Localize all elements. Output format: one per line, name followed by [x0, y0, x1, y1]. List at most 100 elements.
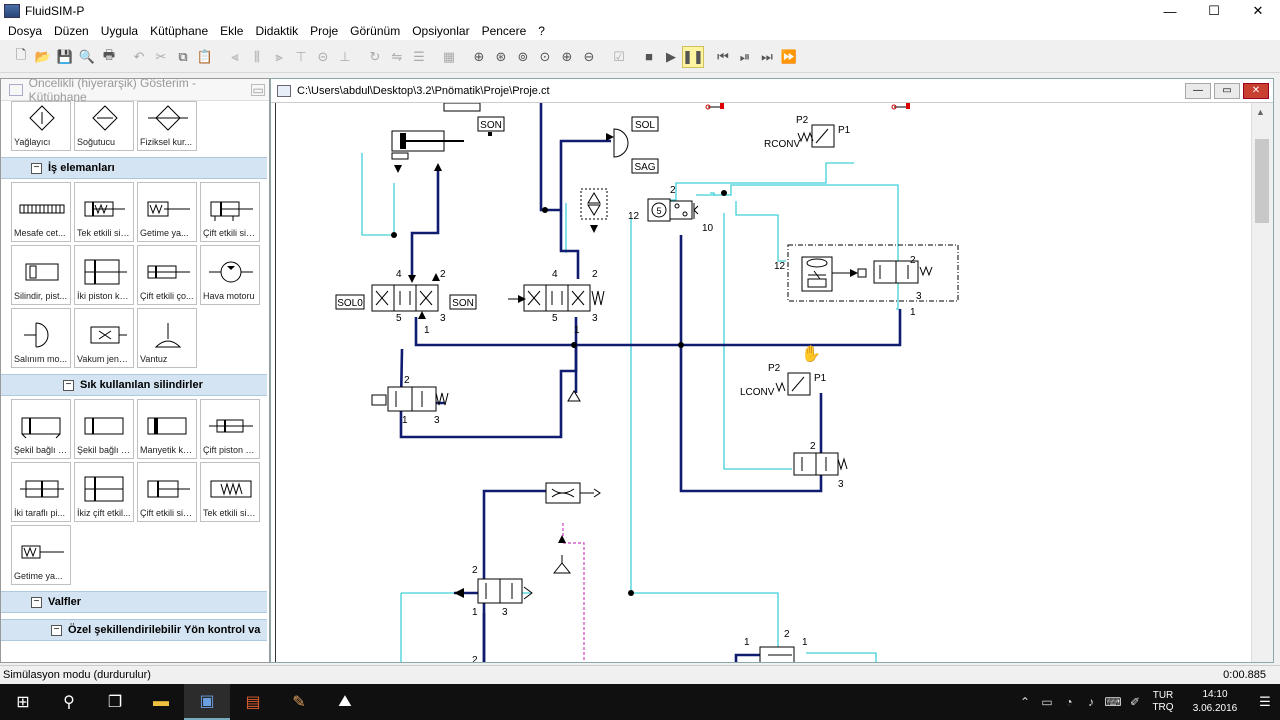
presentation-app-icon[interactable]: ▤: [245, 694, 261, 711]
library-item[interactable]: İkiz çift etkil...: [74, 462, 134, 522]
time-delay-valve[interactable]: 5 2 12 10: [628, 185, 714, 234]
library-item[interactable]: Şekil bağlı p...: [11, 399, 71, 459]
distribute-icon[interactable]: ☰: [413, 48, 425, 64]
vertical-scrollbar[interactable]: ▲: [1251, 103, 1273, 662]
file-explorer-icon[interactable]: ▬: [153, 693, 169, 710]
library-close-button[interactable]: ▭: [251, 82, 265, 97]
library-item[interactable]: Getime ya...: [137, 182, 197, 242]
menu-opsiyonlar[interactable]: Opsiyonlar: [412, 24, 470, 38]
step-to-end-icon[interactable]: ⏭: [761, 48, 773, 64]
print-icon[interactable]: 🖶: [102, 46, 116, 62]
collapse-icon[interactable]: −: [63, 379, 74, 391]
circuit-maximize-button[interactable]: ▭: [1214, 82, 1240, 99]
align-right-icon[interactable]: ⫸: [275, 48, 283, 64]
menu-proje[interactable]: Proje: [310, 24, 339, 38]
zoom-icon[interactable]: ⊕: [473, 48, 485, 64]
limit-switch[interactable]: [443, 103, 481, 112]
step-icon[interactable]: ⏯: [739, 48, 751, 64]
pause-icon[interactable]: ❚❚: [682, 45, 704, 68]
library-item[interactable]: Vantuz: [137, 308, 197, 368]
library-item[interactable]: Çift etkili ço...: [137, 245, 197, 305]
collapse-icon[interactable]: −: [31, 596, 42, 608]
flip-icon[interactable]: ⇋: [391, 48, 403, 64]
library-item[interactable]: Silindir, pist...: [11, 245, 71, 305]
menu-ekle[interactable]: Ekle: [220, 24, 244, 38]
circuit-diagram[interactable]: SON SOL SAG: [276, 103, 1247, 662]
library-item[interactable]: Tek etkili sili...: [74, 182, 134, 242]
library-item[interactable]: Salınım mo...: [11, 308, 71, 368]
menu-uygula[interactable]: Uygula: [100, 24, 139, 38]
copy-icon[interactable]: ⧉: [178, 48, 188, 64]
menu-gorunum[interactable]: Görünüm: [350, 24, 401, 38]
notification-icon[interactable]: ☰: [1259, 694, 1271, 709]
zoom-window-icon[interactable]: ⊚: [517, 48, 529, 64]
library-item[interactable]: Fiziksel kur...: [137, 101, 197, 151]
flow-control-valve[interactable]: [580, 188, 608, 233]
collapse-icon[interactable]: −: [31, 162, 42, 174]
stop-icon[interactable]: ■: [645, 49, 653, 64]
menu-didaktik[interactable]: Didaktik: [255, 24, 299, 38]
menu-duzen[interactable]: Düzen: [54, 24, 89, 38]
wifi-icon[interactable]: ◔: [1065, 695, 1073, 709]
limit-sensor-son[interactable]: SON: [477, 116, 505, 136]
library-item[interactable]: Çift etkili sili...: [137, 462, 197, 522]
print-preview-icon[interactable]: 🔍: [78, 48, 96, 64]
chevron-up-icon[interactable]: ⌃: [1019, 695, 1031, 709]
fast-forward-icon[interactable]: ⏩: [780, 48, 798, 64]
circuit-canvas[interactable]: SON SOL SAG: [275, 103, 1247, 662]
library-item[interactable]: Çift piston k...: [200, 399, 260, 459]
cylinder-bottom-right[interactable]: 1 2 1: [744, 629, 808, 662]
volume-icon[interactable]: ♪: [1088, 695, 1094, 709]
clock[interactable]: 14:10 3.06.2016: [1192, 689, 1238, 714]
five-two-valve-middle[interactable]: 4 2 5 3 1: [508, 269, 605, 336]
library-item[interactable]: Manyetik ka...: [137, 399, 197, 459]
minimize-button[interactable]: —: [1163, 3, 1177, 19]
keyboard-icon[interactable]: ⌨: [1104, 695, 1122, 709]
library-item[interactable]: Yağlayıcı: [11, 101, 71, 151]
three-two-valve-bottom[interactable]: 2 1 3 2: [454, 565, 533, 662]
circuit-minimize-button[interactable]: —: [1185, 82, 1211, 99]
rotate-icon[interactable]: ↻: [369, 48, 381, 64]
library-item[interactable]: Çift etkili sili...: [200, 182, 260, 242]
play-icon[interactable]: ▶: [666, 48, 676, 64]
cut-icon[interactable]: ✂: [155, 48, 167, 64]
library-item[interactable]: Tek etkili sili...: [200, 462, 260, 522]
category-valfler[interactable]: − Valfler: [1, 591, 267, 613]
battery-icon[interactable]: ▭: [1041, 695, 1053, 709]
check-drawing-icon[interactable]: ☑: [613, 48, 625, 64]
grid-icon[interactable]: ▦: [442, 48, 456, 64]
pressure-sequence-valve-rconv[interactable]: P2 P1 RCONV: [764, 115, 851, 150]
task-view-icon[interactable]: ❐: [107, 694, 123, 711]
three-two-valve-lower-left[interactable]: 2 1 3: [371, 375, 449, 426]
library-item[interactable]: Soğutucu: [74, 101, 134, 151]
three-two-valve-right[interactable]: 2 3: [793, 441, 848, 490]
pressure-sequence-valve-lconv[interactable]: P2 P1 LCONV ✋: [740, 344, 827, 398]
save-icon[interactable]: 💾: [56, 48, 74, 64]
scrollbar-thumb[interactable]: [1255, 139, 1269, 223]
close-button[interactable]: ✕: [1252, 3, 1264, 18]
search-icon[interactable]: ⚲: [63, 694, 75, 711]
library-item[interactable]: Şekil bağlı p...: [74, 399, 134, 459]
paste-icon[interactable]: 📋: [196, 48, 214, 64]
pen-icon[interactable]: ✐: [1129, 695, 1141, 709]
throttle-valve-bottom[interactable]: [545, 482, 601, 574]
zoom-out-icon[interactable]: ⊖: [583, 48, 595, 64]
photos-app-icon[interactable]: ⛰: [338, 693, 352, 710]
collapse-icon[interactable]: −: [51, 624, 62, 636]
menu-kutuphane[interactable]: Kütüphane: [150, 24, 209, 38]
library-item[interactable]: İki piston ko...: [74, 245, 134, 305]
circuit-close-button[interactable]: ✕: [1243, 82, 1269, 99]
align-center-icon[interactable]: ⫼: [254, 48, 260, 64]
semi-rotary-actuator[interactable]: SOL SAG: [606, 116, 659, 174]
scroll-up-icon[interactable]: ▲: [1256, 107, 1265, 117]
reset-icon[interactable]: ⏮: [717, 48, 729, 64]
paint-app-icon[interactable]: ✎: [292, 694, 306, 711]
category-sik-kullanilan-silindirler[interactable]: − Sık kullanılan silindirler: [1, 374, 267, 396]
zoom-fit-icon[interactable]: ⊛: [495, 48, 507, 64]
language-indicator[interactable]: TUR TRQ: [1152, 690, 1174, 713]
library-item[interactable]: Vakum jene...: [74, 308, 134, 368]
fluidsim-taskbar-icon[interactable]: ▣: [184, 684, 230, 720]
align-bottom-icon[interactable]: ⊥: [339, 48, 351, 64]
align-top-icon[interactable]: ⊤: [295, 48, 307, 64]
menu-pencere[interactable]: Pencere: [481, 24, 527, 38]
